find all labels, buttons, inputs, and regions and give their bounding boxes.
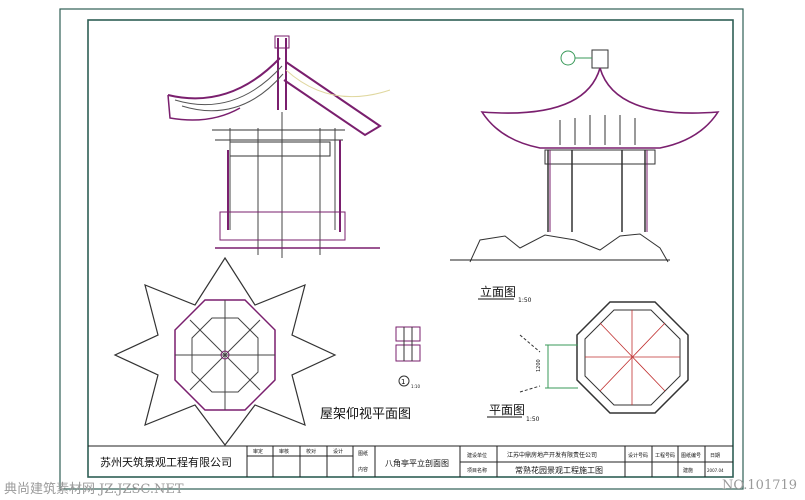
approved-label: 审定 [253, 448, 263, 455]
pavilion-section [167, 35, 391, 258]
roof-plan-label: 屋架仰视平面图 [320, 407, 411, 422]
date-label: 日期 [710, 453, 720, 459]
watermark-site: 典尚建筑素材网 JZ.JZSC.NET [4, 482, 184, 497]
roof-framing-plan [113, 256, 337, 446]
inner-frame [87, 19, 734, 478]
date-value: 2007.04 [707, 468, 724, 473]
client-name: 江苏中鼎房地产开发有限责任公司 [507, 451, 597, 459]
project-name: 常熟花园景观工程施工图 [515, 465, 603, 475]
sheet-value: 建施 [683, 467, 693, 474]
watermark-id: NO.101719 [722, 478, 798, 493]
plan-label: 平面图 [489, 403, 525, 417]
reviewed-label: 审核 [279, 448, 289, 455]
detail-number: 1 [401, 378, 405, 386]
title-block [88, 445, 733, 477]
sheet-no-label: 图纸编号 [681, 452, 701, 459]
pavilion-plan [519, 301, 689, 414]
elevation-label: 立面图 [480, 284, 516, 299]
content-label-2: 内容 [358, 466, 368, 473]
checked-label: 校对 [306, 448, 316, 455]
content-label-1: 图纸 [358, 450, 368, 457]
outer-frame [59, 8, 744, 490]
detail-callout-icon [560, 50, 576, 66]
detail-1 [395, 326, 421, 387]
dimension-text: 1200 [536, 359, 542, 372]
plan-scale: 1:50 [526, 416, 540, 423]
company-name: 苏州天筑景观工程有限公司 [100, 455, 232, 469]
drawing-title: 八角亭平立剖面图 [385, 458, 449, 468]
project-label: 项目名称 [467, 467, 487, 474]
detail-scale: 1:10 [411, 384, 420, 389]
client-label: 建设单位 [467, 452, 487, 459]
pavilion-elevation [450, 49, 720, 263]
elevation-scale: 1:50 [518, 297, 532, 304]
design-no-label: 设计号码 [628, 452, 648, 459]
project-no-label: 工程号码 [655, 452, 675, 459]
designed-label: 设计 [333, 448, 343, 455]
